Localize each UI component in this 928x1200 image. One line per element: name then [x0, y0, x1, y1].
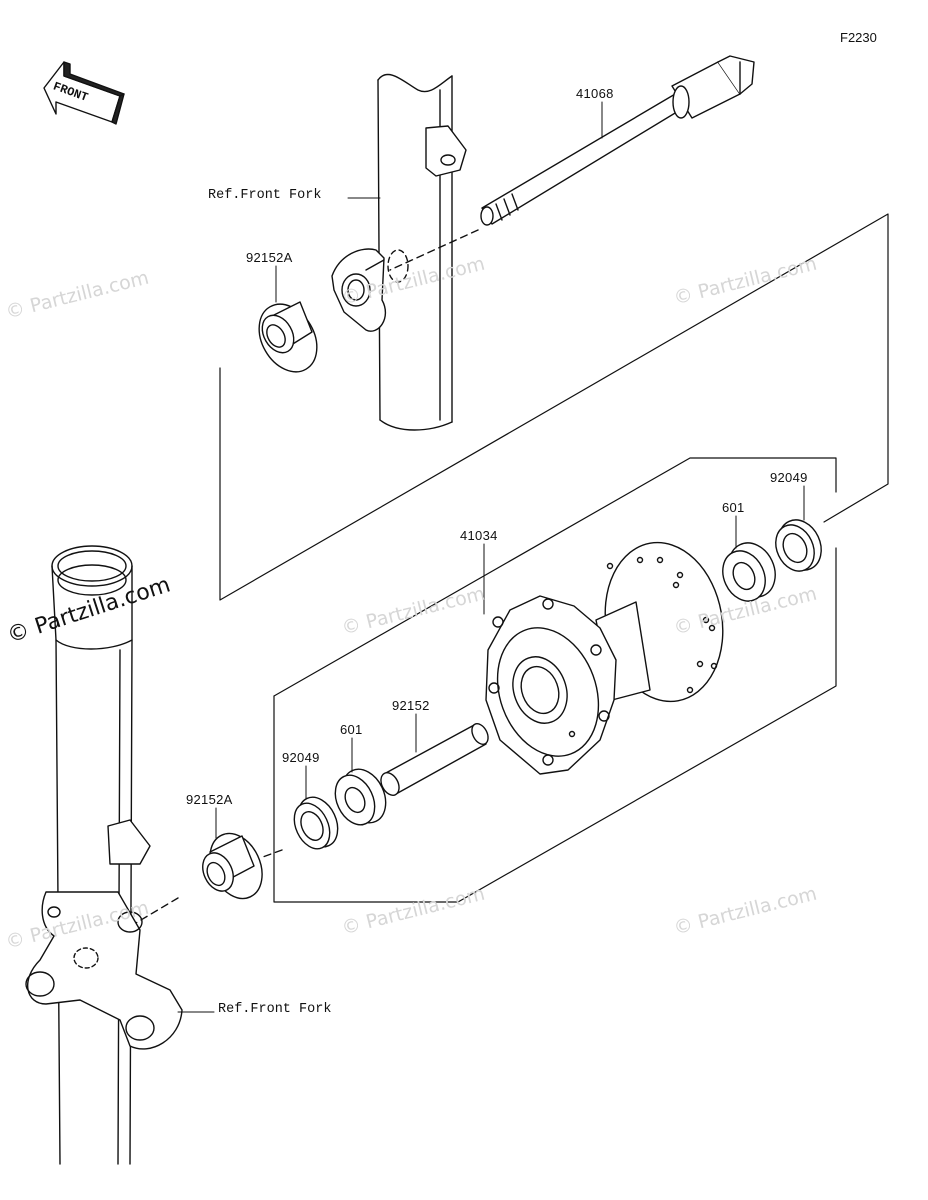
- spacer-92152: [380, 723, 489, 796]
- front-arrow-icon: [43, 61, 125, 125]
- axle-center-line-upper: [389, 229, 479, 271]
- part-label-41034[interactable]: 41034: [460, 528, 498, 543]
- part-label-92049-right[interactable]: 92049: [770, 470, 808, 485]
- bearing-601-right: [722, 542, 776, 602]
- part-label-601-right[interactable]: 601: [722, 500, 745, 515]
- part-label-601-left[interactable]: 601: [340, 722, 363, 737]
- seal-92049-right: [775, 519, 822, 572]
- axle-41068: [480, 55, 755, 226]
- hub-41034: [485, 541, 724, 775]
- callout-box-upper: [219, 213, 889, 601]
- lower-front-fork: [25, 545, 183, 1165]
- part-label-92152a-upper[interactable]: 92152A: [246, 250, 293, 265]
- part-label-92152[interactable]: 92152: [392, 698, 430, 713]
- bearing-601-left: [334, 768, 387, 826]
- part-label-41068[interactable]: 41068: [576, 86, 614, 101]
- callout-box-hub-bottom: [273, 547, 837, 903]
- upper-front-fork: [331, 73, 467, 431]
- diagram-code: F2230: [840, 30, 877, 45]
- ref-label-front-fork-upper[interactable]: Ref.Front Fork: [208, 188, 322, 203]
- axle-hole-hidden: [387, 249, 409, 283]
- collar-92152a-lower: [202, 832, 263, 900]
- axle-center-line-lower-a: [259, 849, 283, 859]
- part-label-92049-left[interactable]: 92049: [282, 750, 320, 765]
- ref-label-front-fork-lower[interactable]: Ref.Front Fork: [218, 1002, 332, 1017]
- seal-92049-left: [293, 796, 339, 850]
- collar-92152a-upper: [258, 301, 318, 373]
- callout-box-hub-top: [273, 457, 837, 697]
- part-label-92152a-lower[interactable]: 92152A: [186, 792, 233, 807]
